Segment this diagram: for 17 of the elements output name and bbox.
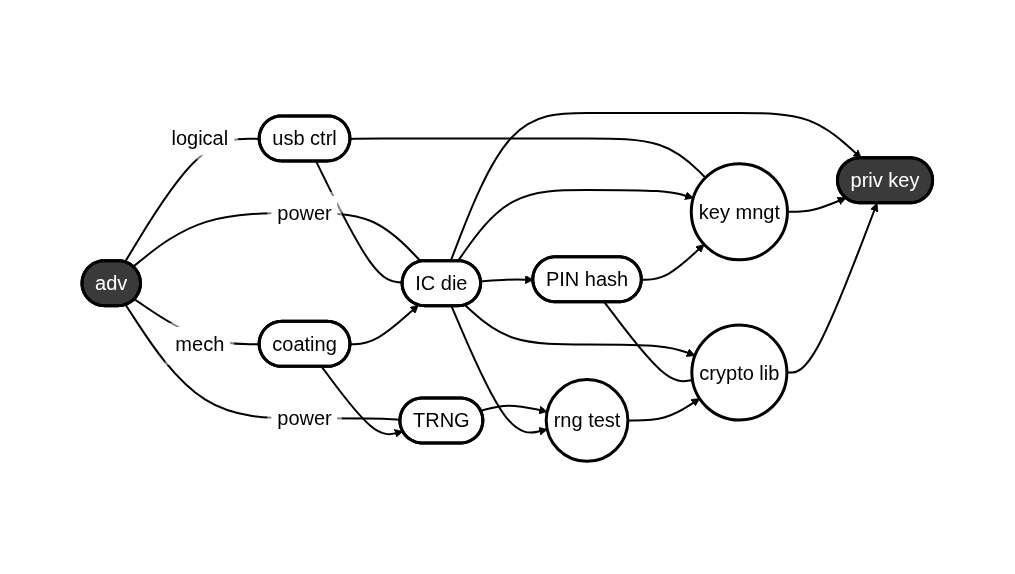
arrow xyxy=(480,275,534,284)
connector xyxy=(349,137,707,179)
arrow xyxy=(480,404,548,415)
arrow xyxy=(641,243,705,281)
arrow xyxy=(786,202,879,374)
arrow xyxy=(464,304,696,357)
edge-label: power xyxy=(277,201,332,224)
node-circle: crypto lib xyxy=(690,323,789,422)
edge-label: logical xyxy=(171,127,229,150)
node-circle: key mngt xyxy=(690,162,790,262)
arrow xyxy=(349,304,419,346)
edge-label: power xyxy=(277,407,332,430)
arrow xyxy=(627,398,701,422)
arrow xyxy=(449,111,862,262)
node-circle: rng test xyxy=(544,377,630,463)
edge-label: mech xyxy=(175,332,225,355)
arrow xyxy=(450,305,548,436)
